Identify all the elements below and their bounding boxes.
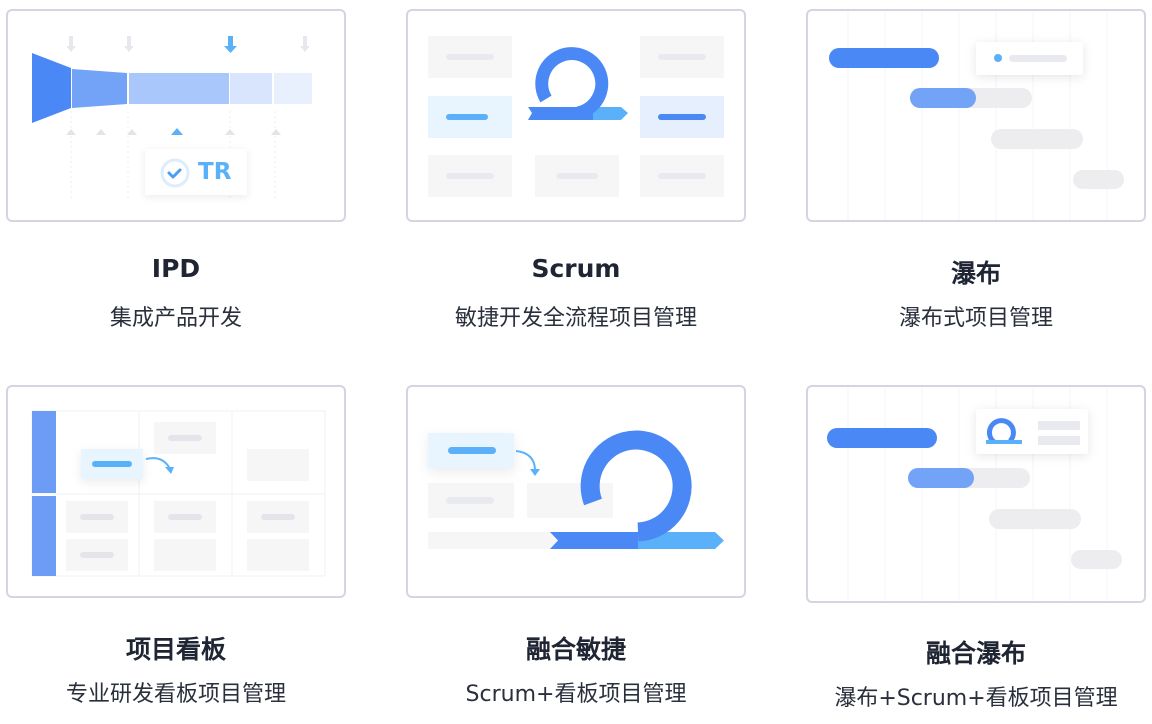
hybrid-agile-illustration (406, 385, 746, 598)
template-subtitle: 敏捷开发全流程项目管理 (454, 306, 697, 331)
ipd-illustration (6, 9, 346, 222)
template-subtitle: 瀑布式项目管理 (898, 306, 1053, 331)
template-title: Scrum (531, 254, 621, 283)
waterfall-illustration (806, 9, 1146, 222)
tr-badge: TR (198, 159, 232, 185)
template-title: 瀑布 (950, 259, 1001, 288)
hybrid-waterfall-illustration (806, 385, 1146, 603)
template-subtitle: 集成产品开发 (109, 306, 242, 331)
template-title: 融合瀑布 (925, 639, 1026, 668)
template-subtitle: 瀑布+Scrum+看板项目管理 (834, 686, 1118, 711)
template-subtitle: 专业研发看板项目管理 (65, 682, 286, 707)
template-title: 项目看板 (125, 635, 226, 664)
template-title: IPD (151, 254, 201, 283)
template-title: 融合敏捷 (525, 635, 626, 664)
kanban-illustration (6, 385, 346, 598)
template-subtitle: Scrum+看板项目管理 (465, 682, 687, 707)
scrum-illustration (406, 9, 746, 222)
